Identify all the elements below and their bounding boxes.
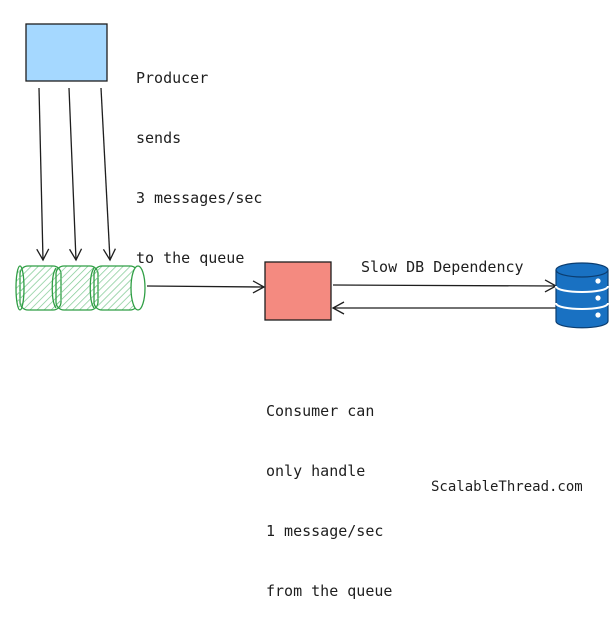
producer-line: Producer bbox=[136, 69, 209, 87]
message-queue bbox=[15, 265, 146, 311]
database-icon bbox=[555, 262, 609, 329]
diagram-canvas bbox=[15, 23, 609, 329]
queue-segment-1 bbox=[19, 265, 62, 311]
db-dependency-label: Slow DB Dependency bbox=[361, 258, 524, 276]
arrow-message-3 bbox=[100, 87, 117, 262]
producer-box bbox=[25, 23, 108, 82]
consumer-box bbox=[264, 261, 332, 321]
producer-line: 3 messages/sec bbox=[136, 189, 263, 207]
consumer-line: 1 message/sec bbox=[266, 522, 384, 540]
queue-cap-left bbox=[15, 265, 25, 311]
consumer-description: Consumer can only handle 1 message/sec f… bbox=[266, 361, 392, 621]
consumer-line: from the queue bbox=[266, 582, 393, 600]
producer-to-queue-arrows bbox=[36, 87, 117, 262]
queue-to-consumer-arrow bbox=[146, 280, 266, 294]
watermark: ScalableThread.com bbox=[431, 479, 583, 495]
arrow-message-2 bbox=[68, 87, 83, 262]
consumer-line: only handle bbox=[266, 462, 366, 480]
producer-line: to the queue bbox=[136, 249, 245, 267]
queue-cap-right bbox=[130, 265, 146, 311]
consumer-line: Consumer can bbox=[266, 402, 375, 420]
producer-line: sends bbox=[136, 129, 182, 147]
arrow-message-1 bbox=[36, 87, 50, 262]
producer-description: Producer sends 3 messages/sec to the que… bbox=[136, 28, 262, 288]
consumer-to-db-arrow bbox=[332, 279, 558, 293]
